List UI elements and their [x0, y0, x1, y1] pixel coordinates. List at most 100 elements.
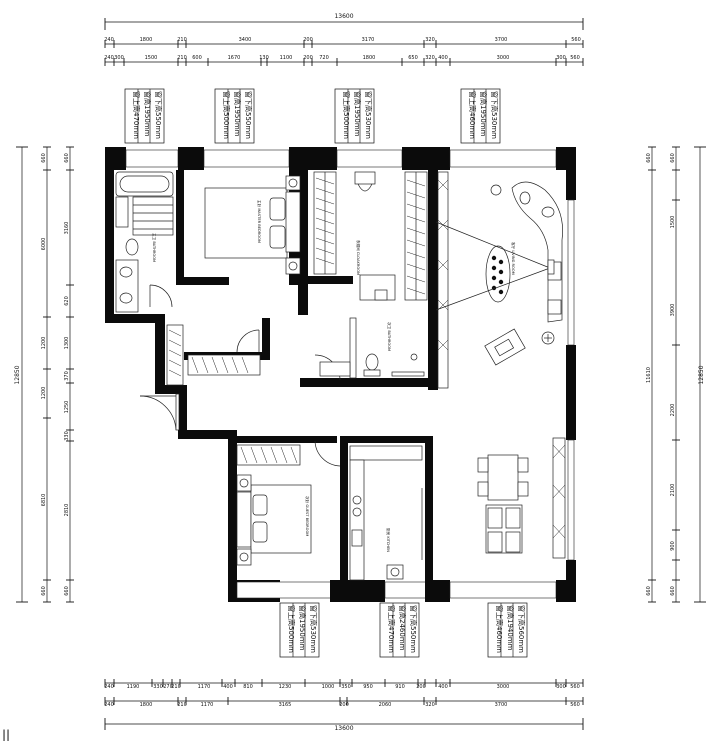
- top-dimensions: 13600 240 1800 210 3400 200 3170 320 370…: [104, 13, 584, 66]
- top-sub-dim-6: 1670: [228, 55, 241, 61]
- bottom-dim-7: 400: [223, 684, 233, 690]
- bottom-total-dimension: 13600: [334, 725, 353, 732]
- left-dim-1: 660: [41, 153, 47, 163]
- window-note-3-line-2: 窗高1950mm: [353, 91, 362, 137]
- window-note-4: 窗上高460mm 窗高1950mm 窗下高530mm: [460, 88, 501, 144]
- window-note-7: 窗上高460mm 窗高1940mm 窗下高560mm: [487, 602, 528, 658]
- bottom-dim-14: 200: [416, 684, 426, 690]
- bottom-dim-3: 330: [153, 684, 163, 690]
- bottom-sub-dim-10: 560: [570, 702, 580, 708]
- right-dim-1: 660: [646, 153, 652, 163]
- window-note-4-line-2: 窗高1950mm: [479, 91, 488, 137]
- window-note-5-line-1: 窗上高500mm: [287, 605, 296, 653]
- right-dimensions: 660 11610 660 660 1500 3900 2200 2100 90…: [646, 146, 706, 603]
- bottom-sub-dim-1: 240: [104, 702, 114, 708]
- top-sub-dim-12: 650: [408, 55, 418, 61]
- top-sub-dim-11: 1800: [363, 55, 376, 61]
- right-dim-2: 11610: [646, 367, 652, 383]
- bottom-sub-dim-3: 210: [177, 702, 187, 708]
- top-sub-dim-2: 300: [114, 55, 124, 61]
- left-dim-4: 1200: [41, 387, 47, 400]
- bottom-sub-dim-2: 1800: [140, 702, 153, 708]
- top-sub-dim-3: 1500: [145, 55, 158, 61]
- left-sub-dim-9: 660: [64, 586, 70, 596]
- bottom-dim-18: 560: [570, 684, 580, 690]
- left-sub-dim-2: 3160: [64, 222, 70, 235]
- dining-area: [477, 437, 566, 559]
- cloakroom-label: 衣帽间 CLOAKROOM: [356, 240, 361, 275]
- window-note-1-line-3: 窗下高550mm: [154, 91, 163, 139]
- corner-mark: ||: [2, 728, 10, 741]
- living-room: 客厅 LIVING ROOM: [435, 171, 563, 389]
- top-sub-dim-9: 200: [303, 55, 313, 61]
- top-sub-dim-5: 600: [192, 55, 202, 61]
- top-dim-5: 200: [303, 37, 313, 43]
- bottom-dim-5: 210: [171, 684, 181, 690]
- top-dim-3: 210: [177, 37, 187, 43]
- left-total-dimension: 12850: [14, 365, 21, 384]
- bottom-sub-dim-6: 200: [339, 702, 349, 708]
- window-note-3: 窗上高500mm 窗高1950mm 窗下高530mm: [334, 88, 375, 144]
- bottom-dim-4: 270: [163, 684, 173, 690]
- bottom-dim-10: 1000: [322, 684, 335, 690]
- window-note-5-line-2: 窗高1950mm: [298, 605, 307, 651]
- left-sub-dim-5: 370: [64, 371, 70, 381]
- window-note-3-line-1: 窗上高500mm: [342, 91, 351, 139]
- cloakroom: 衣帽间 CLOAKROOM: [313, 171, 428, 301]
- top-dim-7: 320: [425, 37, 435, 43]
- window-note-1: 窗上高470mm 窗高1950mm 窗下高550mm: [124, 88, 165, 144]
- left-sub-dim-1: 660: [64, 153, 70, 163]
- window-note-7-line-2: 窗高1940mm: [506, 605, 515, 651]
- window-note-4-line-3: 窗下高530mm: [490, 91, 499, 139]
- window-note-2: 窗上高500mm 窗高1950mm 窗下高550mm: [214, 88, 255, 144]
- top-sub-dim-17: 560: [570, 55, 580, 61]
- bottom-dim-17: 300: [556, 684, 566, 690]
- corridor: [139, 324, 341, 467]
- living-room-label: 客厅 LIVING ROOM: [511, 242, 516, 275]
- master-bedroom: 主卧 MASTER BEDROOM: [204, 175, 301, 275]
- window-note-1-line-2: 窗高1950mm: [143, 91, 152, 137]
- top-sub-dim-1: 240: [104, 55, 114, 61]
- window-note-2-line-1: 窗上高500mm: [222, 91, 231, 139]
- bottom-dim-1: 240: [104, 684, 114, 690]
- top-dim-9: 560: [571, 37, 581, 43]
- guest-bathroom: 次卫 BATHROOM: [314, 317, 425, 381]
- right-total-dimension: 12850: [698, 365, 705, 384]
- window-note-1-line-1: 窗上高470mm: [132, 91, 141, 139]
- bottom-dim-2: 1190: [127, 684, 140, 690]
- window-note-5-line-3: 窗下高530mm: [309, 605, 318, 653]
- right-sub-dim-3: 3900: [670, 304, 676, 317]
- window-notes: 窗上高470mm 窗高1950mm 窗下高550mm 窗上高500mm 窗高19…: [124, 88, 528, 658]
- window-note-6: 窗上高470mm 窗高2460mm 窗下高550mm: [379, 602, 420, 658]
- right-sub-dim-5: 2100: [670, 484, 676, 497]
- top-sub-dim-10: 720: [319, 55, 329, 61]
- left-sub-dim-7: 330: [64, 431, 70, 441]
- bottom-dim-16: 3000: [497, 684, 510, 690]
- left-sub-dim-3: 620: [64, 296, 70, 306]
- right-sub-dim-4: 2200: [670, 404, 676, 417]
- window-note-6-line-1: 窗上高470mm: [387, 605, 396, 653]
- left-sub-dim-6: 1250: [64, 401, 70, 414]
- top-sub-dim-7: 130: [259, 55, 269, 61]
- left-sub-dim-8: 2810: [64, 504, 70, 517]
- bottom-dim-12: 950: [363, 684, 373, 690]
- right-sub-dim-6: 900: [670, 541, 676, 551]
- master-bathroom-label: 主卫 BATHROOM: [152, 233, 157, 262]
- left-dim-3: 1200: [41, 337, 47, 350]
- window-note-3-line-3: 窗下高530mm: [364, 91, 373, 139]
- guest-bathroom-label: 次卫 BATHROOM: [387, 322, 392, 351]
- top-dim-1: 240: [104, 37, 114, 43]
- bottom-sub-dim-8: 320: [425, 702, 435, 708]
- left-dim-2: 6000: [41, 238, 47, 251]
- window-note-4-line-1: 窗上高460mm: [468, 91, 477, 139]
- top-sub-dim-13: 320: [425, 55, 435, 61]
- window-note-6-line-2: 窗高2460mm: [398, 605, 407, 651]
- right-sub-dim-7: 660: [670, 586, 676, 596]
- left-dim-5: 6810: [41, 494, 47, 507]
- kitchen-label: 厨房 KITCHEN: [386, 528, 391, 552]
- kitchen: 厨房 KITCHEN: [349, 445, 423, 581]
- guest-bedroom-label: 次卧 GUEST BEDROOM: [305, 496, 310, 536]
- window-note-7-line-3: 窗下高560mm: [517, 605, 526, 653]
- top-dim-6: 3170: [362, 37, 375, 43]
